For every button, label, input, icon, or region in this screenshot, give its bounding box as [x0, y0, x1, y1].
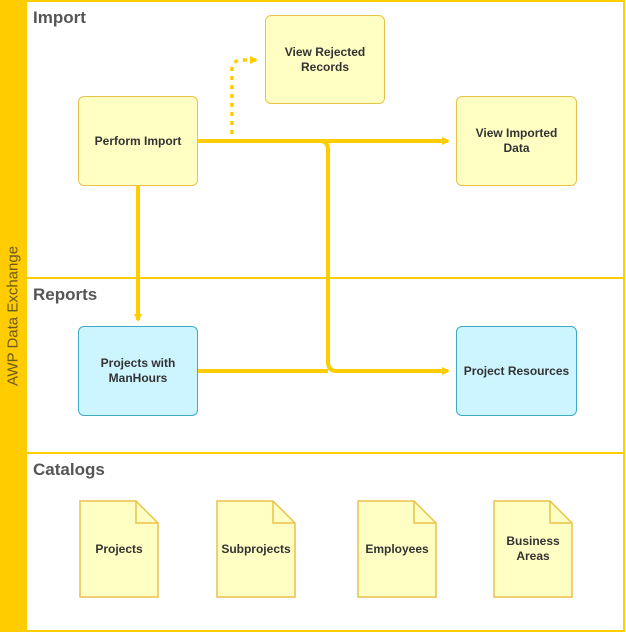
- lane-title-import: Import: [33, 8, 86, 27]
- doc-label-employees: Employees: [365, 541, 429, 556]
- doc-label-business-areas: Business Areas: [506, 534, 560, 563]
- document-icon: [357, 500, 437, 598]
- doc-business-areas[interactable]: Business Areas: [493, 500, 573, 598]
- doc-projects[interactable]: Projects: [79, 500, 159, 598]
- document-icon: [79, 500, 159, 598]
- doc-label-subprojects: Subprojects: [221, 541, 291, 556]
- pool-header: AWP Data Exchange: [0, 0, 27, 632]
- lane-title-catalogs: Catalogs: [33, 460, 105, 479]
- node-perform-import[interactable]: Perform Import: [78, 96, 198, 186]
- node-view-rejected-records[interactable]: View Rejected Records: [265, 15, 385, 104]
- node-view-imported-data[interactable]: View Imported Data: [456, 96, 577, 186]
- edge-import-to-rejected-records: [230, 56, 258, 134]
- document-icon: [493, 500, 573, 598]
- doc-label-projects: Projects: [95, 541, 143, 556]
- doc-employees[interactable]: Employees: [357, 500, 437, 598]
- document-icon: [216, 500, 296, 598]
- doc-subprojects[interactable]: Subprojects: [216, 500, 296, 598]
- node-project-resources[interactable]: Project Resources: [456, 326, 577, 416]
- lane-title-reports: Reports: [33, 285, 98, 304]
- edge-import-to-project-resources: [319, 139, 450, 375]
- node-projects-with-manhours[interactable]: Projects with ManHours: [78, 326, 198, 416]
